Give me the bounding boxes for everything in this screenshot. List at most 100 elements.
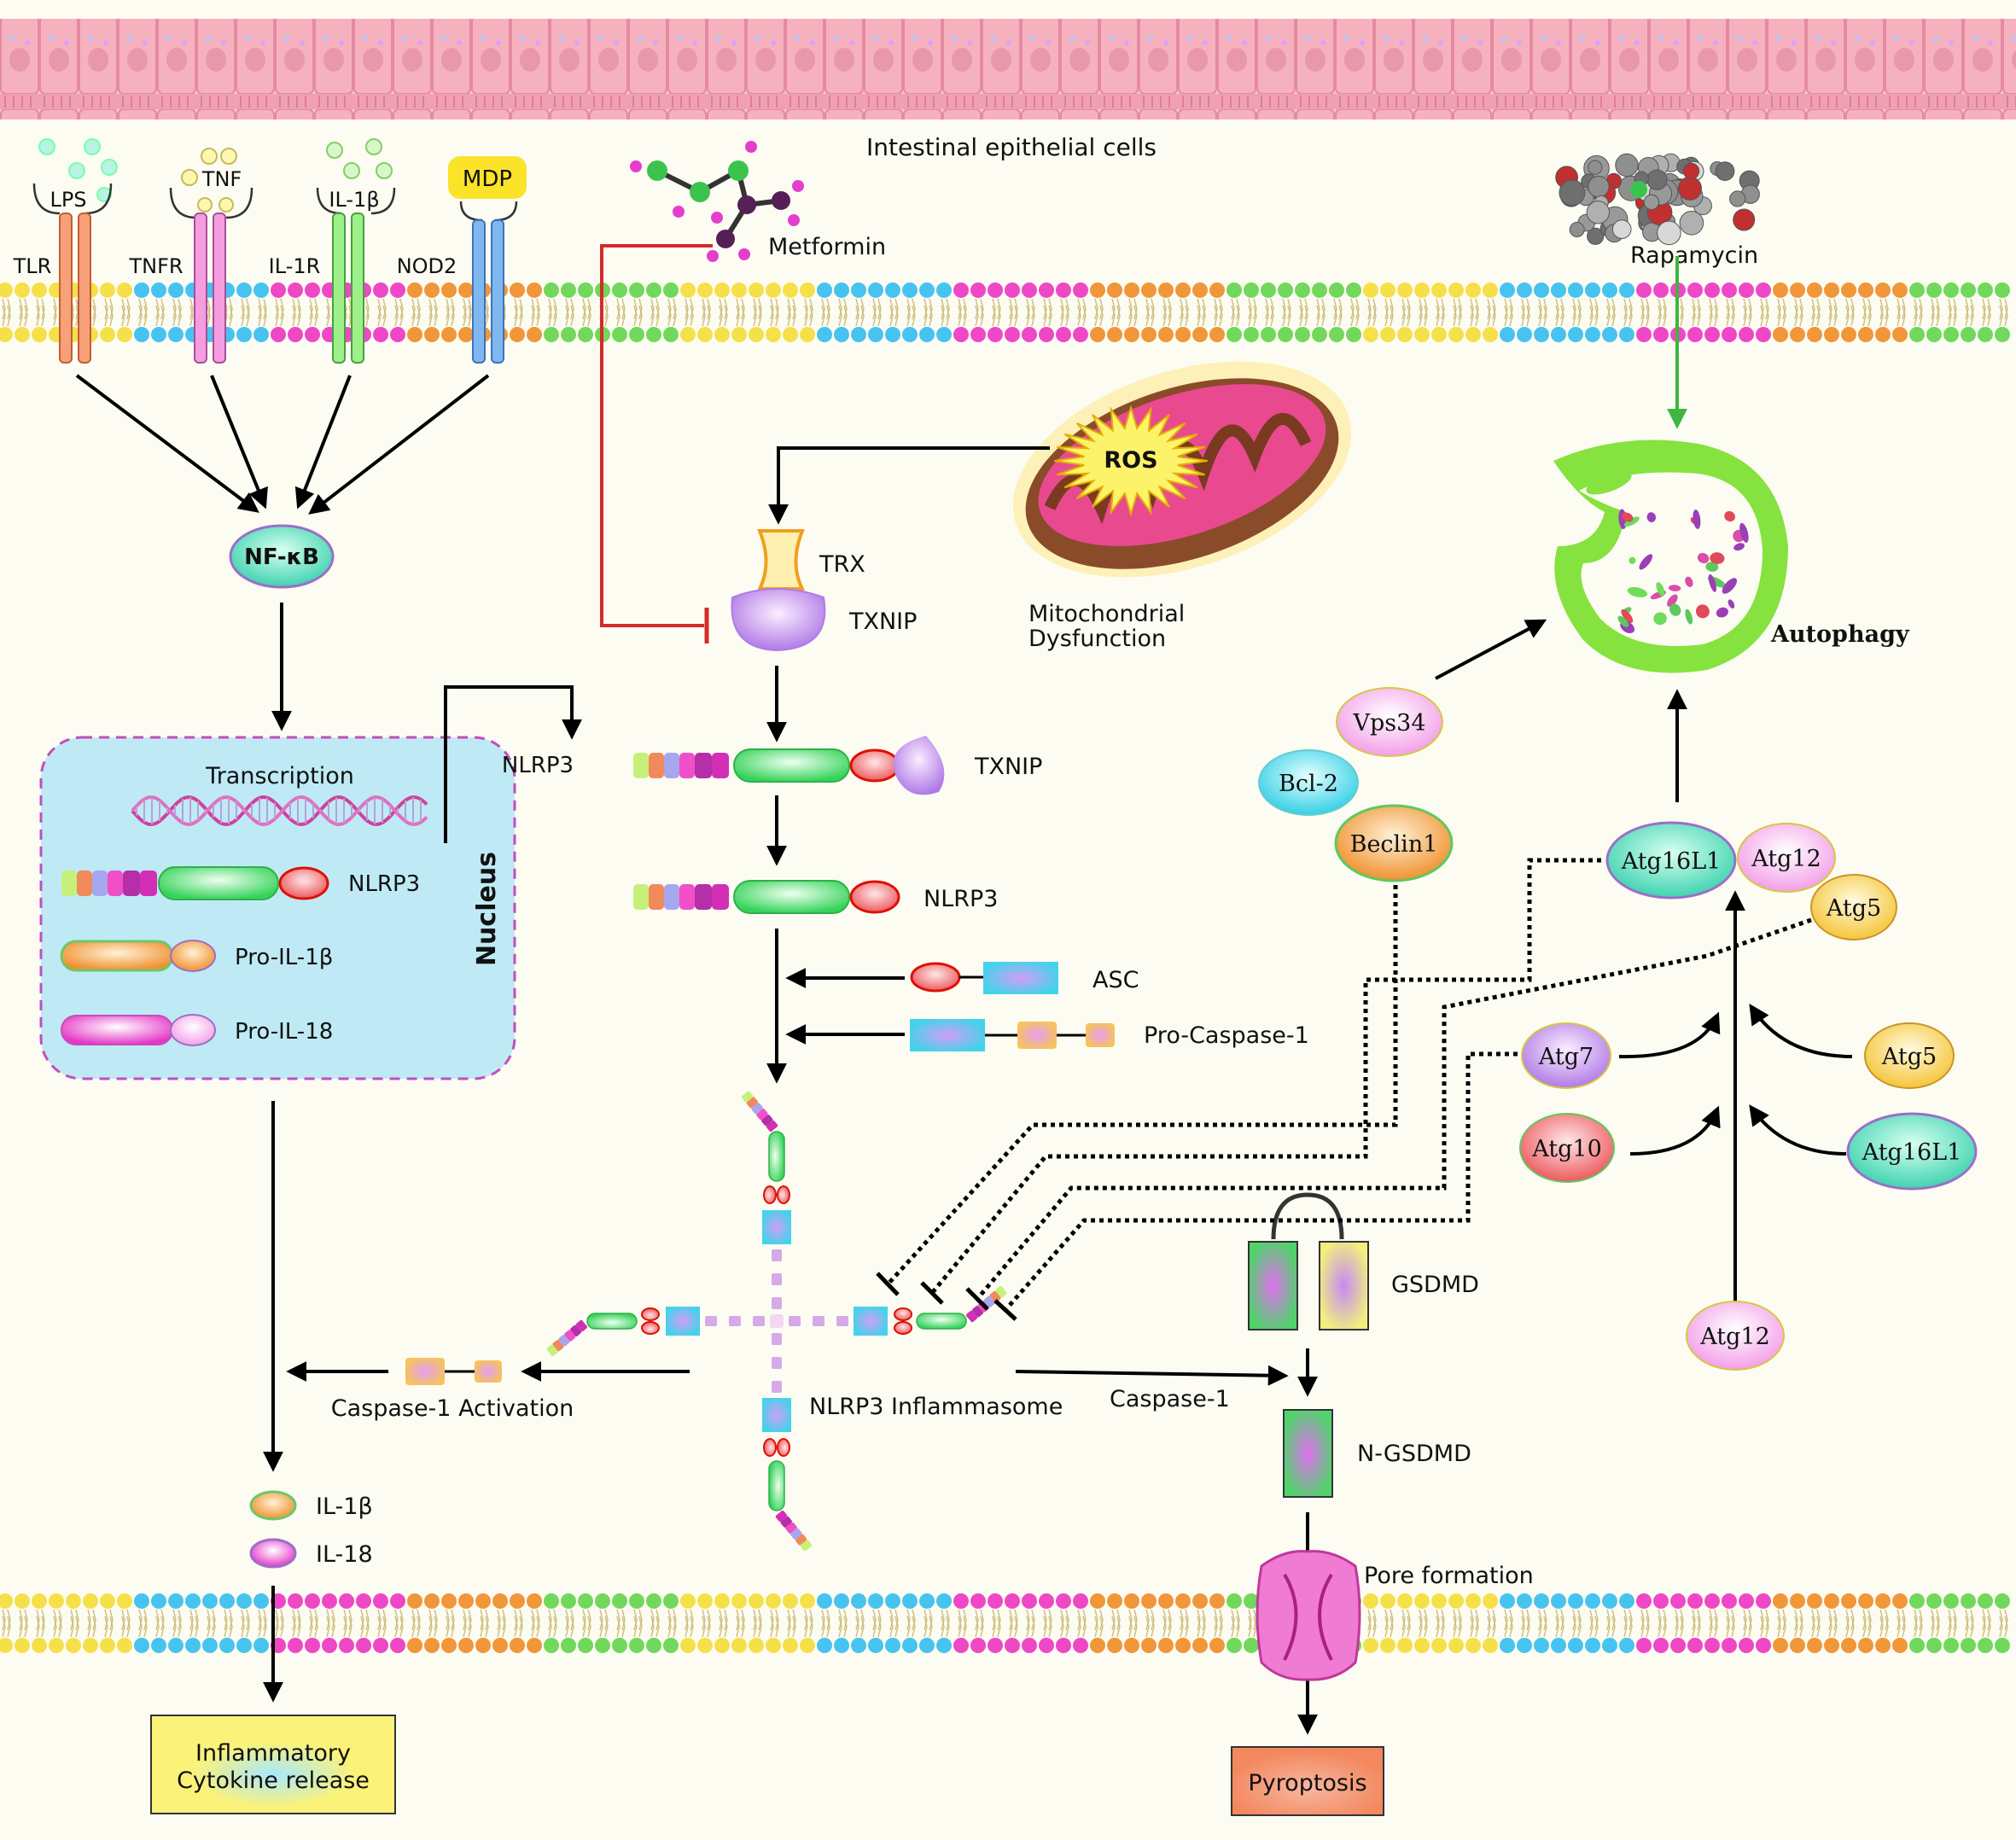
- atg7-arrow: [1618, 1011, 1721, 1059]
- pro-il1b-nucleus-protein: [60, 940, 216, 972]
- il1b-mature: [249, 1490, 297, 1521]
- inflammasome-label: NLRP3 Inflammasome: [809, 1394, 1063, 1420]
- nlrp3-protein: [633, 880, 900, 914]
- gsdmd-label: GSDMD: [1391, 1272, 1479, 1298]
- pro-il1b-label: Pro-IL-1β: [235, 945, 333, 970]
- atg10-label: Atg10: [1531, 1136, 1602, 1162]
- atg7-label: Atg7: [1538, 1044, 1594, 1070]
- metformin-inhibition-line: [600, 244, 713, 627]
- tnf-label: TNF: [201, 167, 242, 191]
- ros-to-trx-arrow: [768, 446, 1050, 525]
- trx-label: TRX: [819, 551, 865, 578]
- nucleus-label: Nucleus: [472, 852, 502, 966]
- tnfr-label: TNFR: [128, 254, 183, 278]
- il1r-receptor: [332, 213, 364, 364]
- pro-caspase1-protein: [910, 1019, 1115, 1051]
- caspase-activation-label: Caspase-1 Activation: [331, 1395, 574, 1422]
- atg5-arrow: [1749, 1003, 1853, 1058]
- nfkb-label: NF-κB: [244, 544, 319, 570]
- pro-il18-nucleus-protein: [61, 1014, 216, 1046]
- plasma-membrane-bottom: [0, 1593, 2010, 1653]
- nod2-label: NOD2: [397, 254, 457, 278]
- nlrp3-nucleus-label: NLRP3: [348, 871, 420, 897]
- trx-protein: [756, 529, 806, 591]
- nfkb-node: [229, 524, 335, 589]
- metformin-molecule: [630, 141, 804, 262]
- atg10-arrow: [1629, 1105, 1721, 1156]
- atg12-bottom-label: Atg12: [1699, 1324, 1770, 1350]
- asc-protein: [910, 962, 1058, 994]
- bcl2-node: [1258, 749, 1359, 816]
- atg16l1-top-label: Atg16L1: [1621, 848, 1722, 875]
- pore-label: Pore formation: [1364, 1563, 1534, 1589]
- tlr-to-nfkb-arrow: [75, 374, 259, 513]
- tlr-label: TLR: [13, 254, 52, 278]
- il1b-label: IL-1β: [316, 1494, 373, 1520]
- vps34-node: [1336, 687, 1443, 757]
- pyroptosis-label: Pyroptosis: [1248, 1770, 1366, 1796]
- pyroptosis-box: [1231, 1746, 1384, 1816]
- mito-label-2: Dysfunction: [1028, 626, 1166, 652]
- il18-label: IL-18: [316, 1541, 373, 1568]
- nlrp3-inflammasome: [546, 1091, 1007, 1552]
- gasdermin-pore: [1256, 1550, 1361, 1681]
- atg5-top-label: Atg5: [1826, 895, 1881, 922]
- atg7-node: [1521, 1022, 1611, 1089]
- tnfr-receptor: [194, 213, 226, 364]
- atg12-bottom-node: [1686, 1301, 1785, 1371]
- rapamycin-molecule: [1555, 153, 1760, 246]
- atg5-right-label: Atg5: [1881, 1044, 1937, 1070]
- plasma-membrane-top: [0, 282, 2010, 342]
- il18-mature: [249, 1538, 297, 1569]
- dna-helix: [131, 795, 428, 827]
- atg16l1-arrow: [1749, 1104, 1847, 1156]
- nlrp3-txnip-complex: [633, 736, 945, 795]
- cytokine-label-2: Cytokine release: [177, 1767, 370, 1794]
- vps34-label: Vps34: [1353, 710, 1426, 737]
- mdp-label: MDP: [463, 166, 512, 192]
- atg12-top-node: [1737, 823, 1836, 893]
- pro-caspase1-label: Pro-Caspase-1: [1144, 1022, 1309, 1049]
- tlr-receptor: [59, 213, 91, 364]
- active-caspase1: [405, 1358, 502, 1385]
- rapamycin-label: Rapamycin: [1630, 242, 1758, 269]
- caspase1-cleavage-arrow: [1015, 1365, 1289, 1386]
- tnf-ligand: TNF: [169, 148, 253, 219]
- nlrp3-nucleus-protein: [61, 866, 329, 900]
- cytokine-label-1: Inflammatory: [195, 1740, 351, 1767]
- atg16l1-right-label: Atg16L1: [1862, 1139, 1962, 1166]
- autophagy-label: Autophagy: [1770, 621, 1910, 648]
- epithelial-label: Intestinal epithelial cells: [866, 133, 1157, 161]
- nod2-receptor: [472, 219, 504, 364]
- nlrp3-label-mid: NLRP3: [924, 886, 998, 912]
- nucleus-to-nlrp3-arrow: [444, 685, 582, 843]
- transcription-label: Transcription: [205, 763, 354, 789]
- il1r-label: IL-1R: [269, 254, 321, 278]
- ros-burst: [1054, 405, 1208, 517]
- ngsdmd-label: N-GSDMD: [1357, 1441, 1471, 1467]
- inhibition-bars: [876, 1272, 1017, 1321]
- atg5-top-node: [1810, 874, 1897, 940]
- caspase1-label: Caspase-1: [1110, 1386, 1230, 1412]
- atg12-top-label: Atg12: [1751, 846, 1821, 872]
- asc-label: ASC: [1092, 967, 1139, 993]
- cytokine-release-box: [150, 1715, 396, 1814]
- il1b-ligand: IL-1β: [316, 138, 396, 215]
- il1r-to-nfkb-arrow: [294, 375, 352, 509]
- autophagosome: [1553, 440, 1788, 673]
- mito-label-1: Mitochondrial: [1028, 601, 1185, 627]
- atg5-right-node: [1864, 1022, 1955, 1089]
- atg10-node: [1519, 1113, 1615, 1183]
- bcl2-label: Bcl-2: [1279, 771, 1338, 797]
- atg16l1-top-node: [1605, 821, 1737, 900]
- gsdmd-protein: [1248, 1192, 1369, 1331]
- autophagosome-contents: [1617, 509, 1749, 634]
- nod2-to-nfkb-arrow: [308, 374, 490, 515]
- tnfr-to-nfkb-arrow: [210, 375, 268, 509]
- pro-il18-label: Pro-IL-18: [235, 1019, 333, 1045]
- metformin-label: Metformin: [768, 234, 886, 260]
- beclin1-node: [1334, 804, 1454, 882]
- txnip-label: TXNIP: [848, 608, 917, 635]
